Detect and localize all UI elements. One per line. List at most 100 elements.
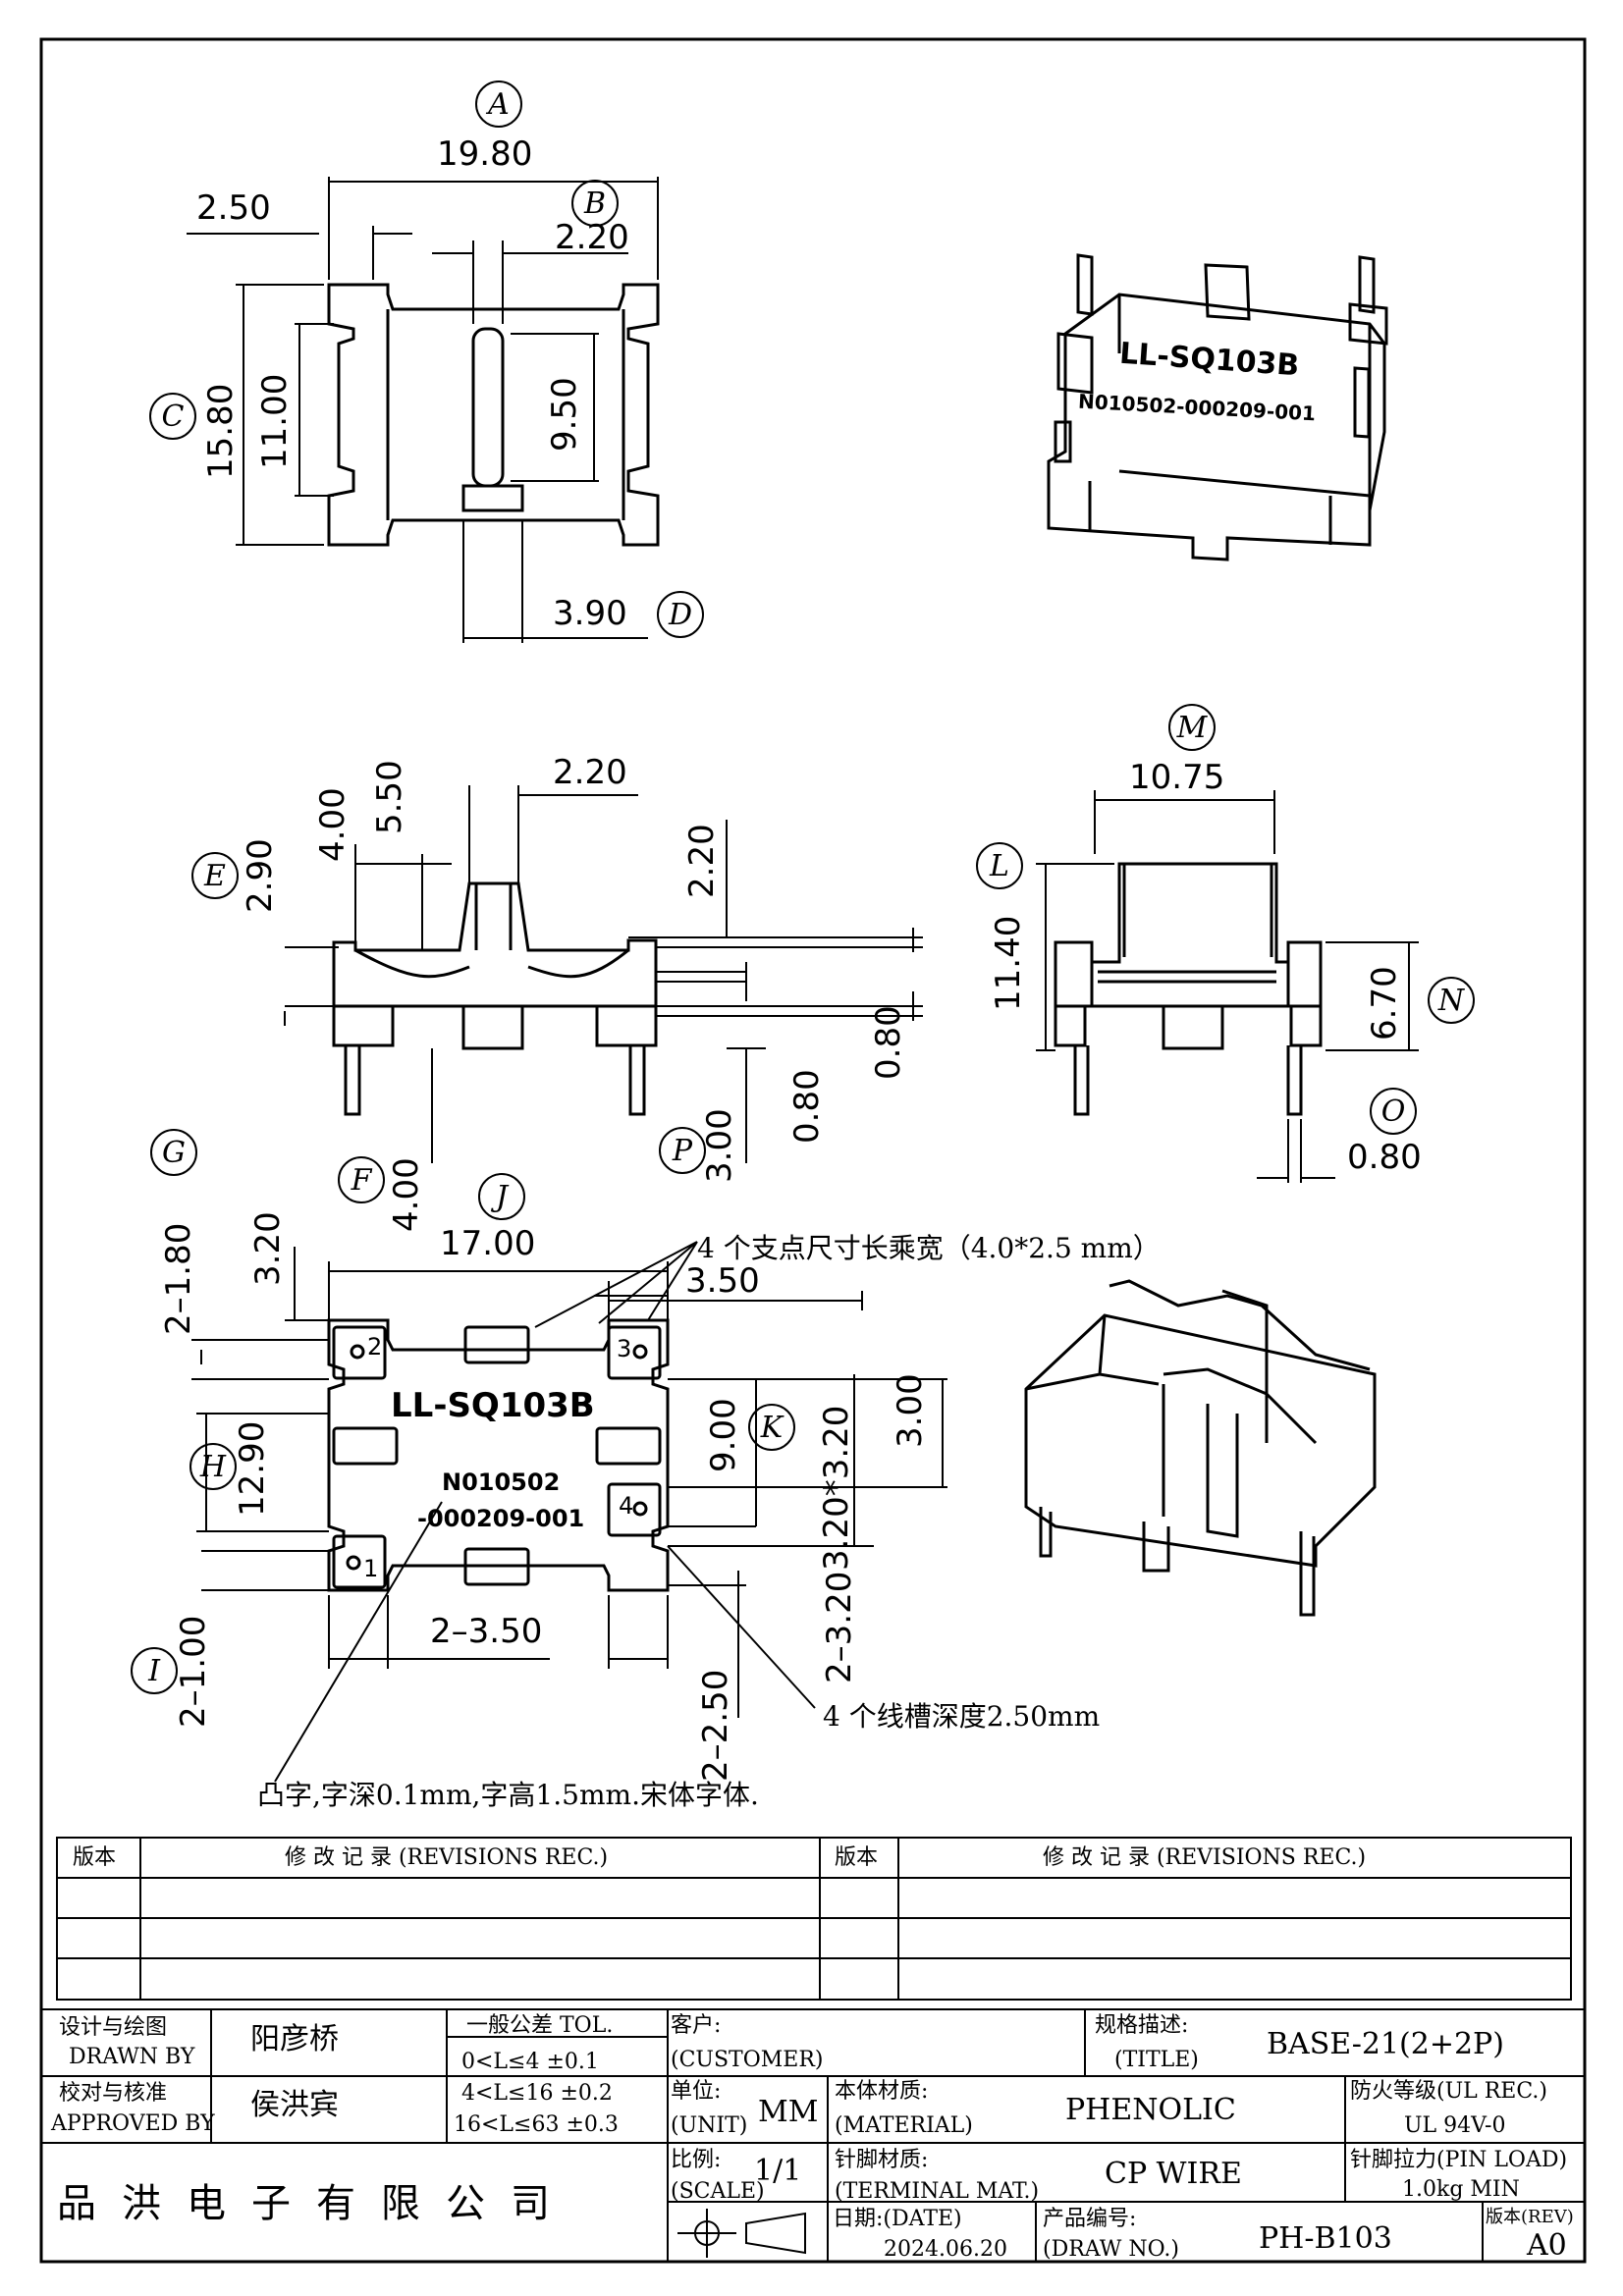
approved-label-cn: 校对与核准	[59, 2081, 168, 2106]
scale-label-cn: 比例:	[671, 2148, 722, 2172]
bottom-code-line2: -000209-001	[417, 1505, 585, 1532]
top-view-outline	[327, 283, 660, 547]
pin-label-3: 3	[617, 1335, 632, 1362]
date-value: 2024.06.20	[884, 2237, 1007, 2262]
balloon-O: O	[1370, 1088, 1417, 1135]
dim-slot-length: 9.50	[545, 377, 584, 452]
tolerance-row-3: 16<L≤63 ±0.3	[454, 2112, 619, 2137]
drawno-label-en: (DRAW NO.)	[1043, 2237, 1179, 2262]
company-name: 品洪电子有限公司	[57, 2181, 575, 2226]
unit-value: MM	[758, 2095, 819, 2129]
note-groove-depth: 4 个线槽深度2.50mm	[823, 1700, 1101, 1733]
sheet-border	[39, 37, 1587, 2264]
date-label: 日期:(DATE)	[833, 2207, 962, 2231]
dim-side-width: 10.75	[1129, 758, 1225, 797]
balloon-I: I	[131, 1647, 178, 1694]
balloon-L: L	[976, 842, 1023, 889]
pin-label-1: 1	[363, 1555, 379, 1582]
dim-slot: 2.20	[555, 218, 629, 257]
material-label-en: (MATERIAL)	[835, 2113, 973, 2138]
balloon-K: K	[748, 1404, 795, 1451]
title-label-cn: 规格描述:	[1095, 2013, 1189, 2038]
dim-bottom-2-1-00: 2–1.00	[174, 1615, 213, 1728]
rev-ver-label-left: 版本	[73, 1845, 117, 1870]
drawn-label-en: DRAWN BY	[69, 2045, 195, 2069]
terminal-label-en: (TERMINAL MAT.)	[835, 2179, 1040, 2204]
dim-bottom-3-50: 3.50	[685, 1261, 760, 1301]
bottom-view-outline	[327, 1318, 670, 1592]
dim-front-5-50: 5.50	[370, 760, 409, 834]
bottom-code-line1: N010502	[442, 1468, 561, 1496]
dim-bottom-2-2-50: 2–2.50	[696, 1669, 735, 1782]
scale-label-en: (SCALE)	[671, 2179, 765, 2204]
title-label-en: (TITLE)	[1114, 2048, 1199, 2072]
pin-label-2: 2	[367, 1333, 383, 1361]
dim-bottom-2-1-80: 2–1.80	[159, 1222, 198, 1335]
dim-side-pin-height: 6.70	[1365, 966, 1404, 1041]
customer-label-cn: 客户:	[671, 2013, 722, 2038]
tolerance-row-1: 0<L≤4 ±0.1	[461, 2050, 599, 2074]
note-text-spec: 凸字,字深0.1mm,字高1.5mm.宋体字体.	[257, 1779, 759, 1811]
bottom-model-mark: LL-SQ103B	[391, 1386, 595, 1425]
terminal-label-cn: 针脚材质:	[835, 2148, 929, 2172]
dim-bottom-9-00: 9.00	[704, 1398, 743, 1472]
rev-label: 版本(REV)	[1486, 2207, 1574, 2227]
dim-front-0-80a: 0.80	[869, 1005, 908, 1080]
balloon-J: J	[478, 1173, 525, 1220]
dim-front-0-80b: 0.80	[787, 1069, 827, 1144]
dim-width: 19.80	[437, 134, 533, 174]
balloon-C: C	[149, 393, 196, 440]
iso-bottom-view	[1024, 1279, 1377, 1617]
dim-bottom-3-00: 3.00	[891, 1373, 930, 1448]
balloon-E: E	[191, 852, 239, 899]
dim-side-pin-width: 0.80	[1347, 1138, 1422, 1177]
approved-value: 侯洪宾	[250, 2088, 339, 2122]
title-block	[41, 2008, 1585, 2262]
dim-bottom-12-90: 12.90	[233, 1420, 272, 1517]
dim-inner-height: 11.00	[255, 373, 295, 469]
balloon-A: A	[475, 80, 522, 128]
drawn-value: 阳彦桥	[250, 2022, 339, 2056]
balloon-H: H	[189, 1443, 237, 1490]
balloon-N: N	[1428, 977, 1475, 1024]
dim-bottom-3-20: 3.20	[248, 1211, 288, 1286]
terminal-value: CP WIRE	[1105, 2157, 1242, 2191]
dim-front-3-00: 3.00	[700, 1108, 739, 1183]
pin-load-value: 1.0kg MIN	[1402, 2177, 1520, 2202]
unit-label-en: (UNIT)	[671, 2113, 748, 2138]
pin-label-4: 4	[619, 1492, 634, 1520]
tolerance-row-2: 4<L≤16 ±0.2	[461, 2081, 613, 2106]
dim-front-2-90: 2.90	[241, 838, 280, 913]
balloon-P: P	[659, 1127, 706, 1174]
dim-front-2-20b: 2.20	[682, 824, 722, 898]
material-value: PHENOLIC	[1065, 2093, 1236, 2127]
rev-ver-label-right: 版本	[835, 1845, 879, 1870]
dim-bottom-17-00: 17.00	[440, 1224, 536, 1263]
material-label-cn: 本体材质:	[835, 2079, 929, 2104]
balloon-M: M	[1168, 704, 1216, 751]
balloon-D: D	[657, 591, 704, 638]
balloon-B: B	[571, 180, 619, 227]
drawno-value: PH-B103	[1259, 2221, 1392, 2256]
drawno-label-cn: 产品编号:	[1043, 2207, 1137, 2231]
revision-table	[56, 1837, 1572, 2001]
side-view-outline	[1054, 862, 1323, 1116]
note-support-points: 4 个支点尺寸长乘宽（4.0*2.5 mm）	[697, 1232, 1161, 1264]
dim-height: 15.80	[201, 383, 241, 479]
title-value: BASE-21(2+2P)	[1267, 2027, 1504, 2061]
approved-label-en: APPROVED BY	[51, 2111, 215, 2136]
unit-label-cn: 单位:	[671, 2079, 722, 2104]
ul-value: UL 94V-0	[1404, 2113, 1506, 2138]
dim-bottom-2-3-20: 2–3.20	[820, 1571, 859, 1683]
drawn-label-cn: 设计与绘图	[59, 2015, 168, 2040]
balloon-F: F	[338, 1156, 385, 1203]
dim-front-4-00b: 4.00	[387, 1157, 426, 1232]
ul-label: 防火等级(UL REC.)	[1350, 2079, 1547, 2104]
iso-top-view	[1047, 253, 1388, 561]
rev-rec-label-right: 修 改 记 录 (REVISIONS REC.)	[1043, 1845, 1367, 1870]
scale-value: 1/1	[754, 2154, 802, 2188]
dim-pin-offset: 2.50	[196, 188, 271, 228]
dim-front-2-20a: 2.20	[553, 753, 627, 792]
